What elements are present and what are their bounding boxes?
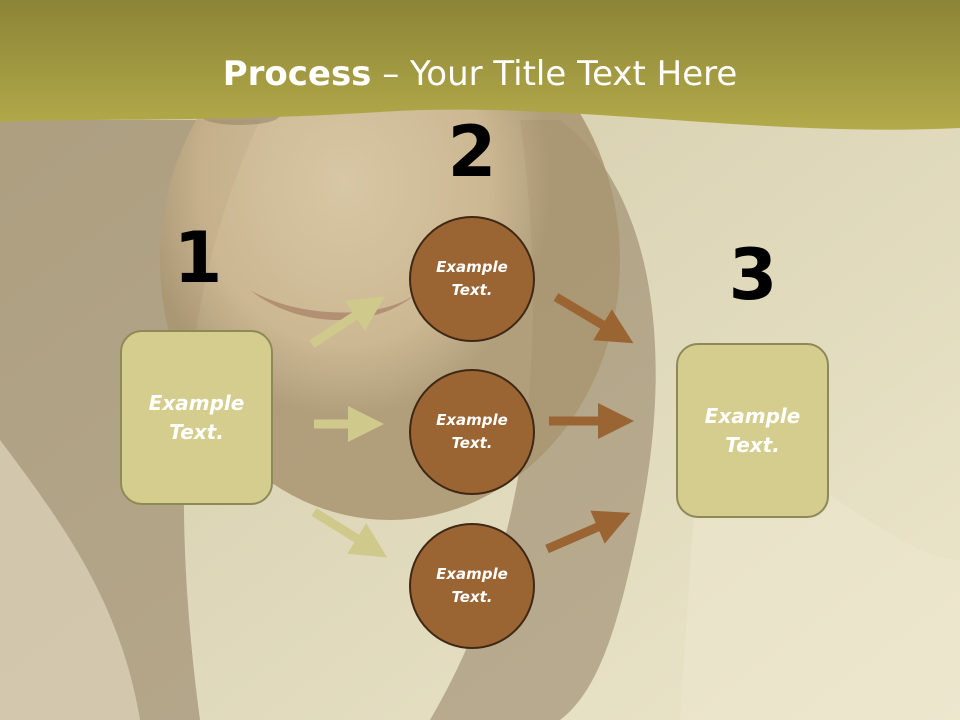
step-1-text: Example Text. [148, 390, 245, 444]
title-banner [0, 0, 960, 140]
step-2-circle-1-text: Example Text. [436, 258, 508, 299]
step-2-circle-2-text: Example Text. [436, 411, 508, 452]
step-3-box: Example Text. [676, 343, 829, 518]
step-number-2: 2 [447, 111, 497, 193]
slide-title: Process – Your Title Text Here [0, 52, 960, 96]
title-rest: – Your Title Text Here [371, 54, 738, 94]
step-2-circle-2: Example Text. [409, 369, 535, 495]
step-number-1: 1 [173, 217, 223, 299]
step-2-circle-3-text: Example Text. [436, 565, 508, 606]
step-1-box: Example Text. [120, 330, 273, 505]
step-2-circle-3: Example Text. [409, 523, 535, 649]
step-3-text: Example Text. [704, 403, 801, 457]
title-bold: Process [222, 54, 372, 94]
step-number-3: 3 [728, 234, 778, 316]
step-2-circle-1: Example Text. [409, 216, 535, 342]
